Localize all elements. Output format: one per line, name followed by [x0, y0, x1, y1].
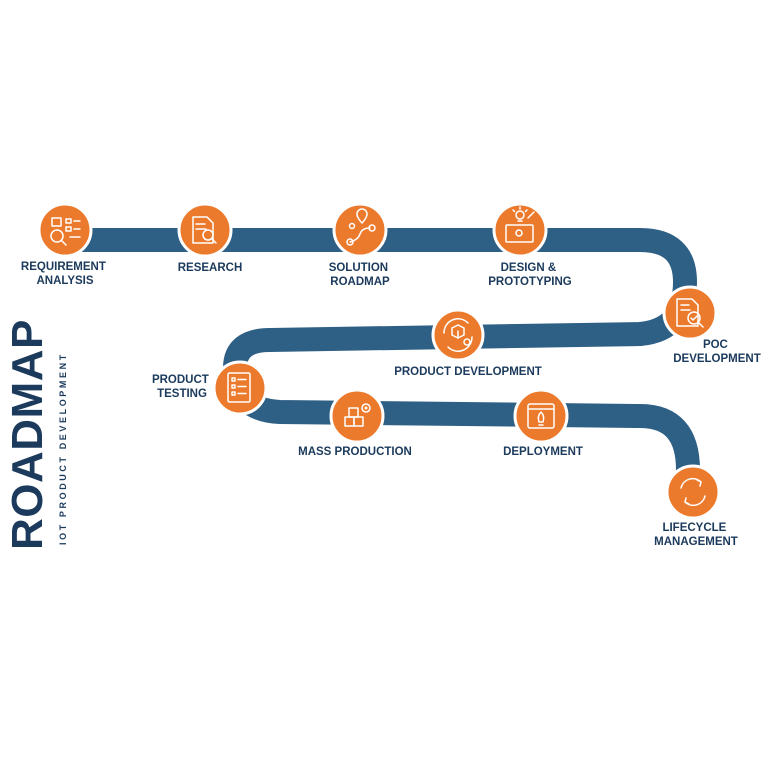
- cycle-arrows-icon: [680, 477, 706, 507]
- step-poc-development: POC DEVELOPMENT: [662, 285, 761, 365]
- box-cycle-gear-icon: [443, 318, 473, 352]
- step-research: RESEARCH: [177, 202, 243, 274]
- step-node: [37, 202, 93, 258]
- title-block: ROADMAP IOT PRODUCT DEVELOPMENT: [3, 319, 68, 550]
- step-label: REQUIREMENT ANALYSIS: [21, 261, 109, 287]
- step-label: SOLUTION ROADMAP: [329, 262, 392, 288]
- lightbulb-blueprint-icon: [505, 206, 535, 243]
- step-deployment: DEPLOYMENT: [503, 388, 583, 458]
- step-node: [513, 388, 569, 444]
- route-pin-icon: [346, 208, 376, 246]
- step-label: PRODUCT DEVELOPMENT: [394, 366, 542, 378]
- rocket-window-icon: [527, 403, 555, 429]
- step-node: [665, 464, 721, 520]
- step-product-development: PRODUCT DEVELOPMENT: [394, 308, 542, 378]
- step-node: [329, 388, 385, 444]
- step-design-prototyping: DESIGN & PROTOTYPING: [488, 202, 572, 288]
- checklist-icon: [227, 372, 251, 403]
- page-title: ROADMAP: [3, 319, 52, 550]
- step-product-testing: PRODUCT TESTING: [152, 360, 268, 416]
- step-node: [332, 202, 388, 258]
- document-search-icon: [192, 216, 217, 244]
- step-label: RESEARCH: [178, 262, 243, 274]
- document-check-icon: [676, 298, 704, 328]
- step-requirement-analysis: REQUIREMENT ANALYSIS: [21, 202, 109, 287]
- step-solution-roadmap: SOLUTION ROADMAP: [329, 202, 392, 288]
- step-label: DESIGN & PROTOTYPING: [488, 262, 572, 288]
- step-label: MASS PRODUCTION: [298, 446, 412, 458]
- step-label: POC DEVELOPMENT: [673, 339, 761, 365]
- roadmap-path: [53, 228, 700, 504]
- magnifier-checklist-icon: [50, 217, 81, 246]
- step-node: [177, 202, 233, 258]
- step-label: PRODUCT TESTING: [152, 374, 212, 400]
- boxes-gear-icon: [344, 403, 371, 427]
- step-label: LIFECYCLE MANAGEMENT: [654, 522, 738, 548]
- step-lifecycle-management: LIFECYCLE MANAGEMENT: [654, 464, 738, 548]
- page-subtitle: IOT PRODUCT DEVELOPMENT: [58, 352, 68, 545]
- step-node: [212, 360, 268, 416]
- step-mass-production: MASS PRODUCTION: [298, 388, 412, 458]
- step-label: DEPLOYMENT: [503, 446, 583, 458]
